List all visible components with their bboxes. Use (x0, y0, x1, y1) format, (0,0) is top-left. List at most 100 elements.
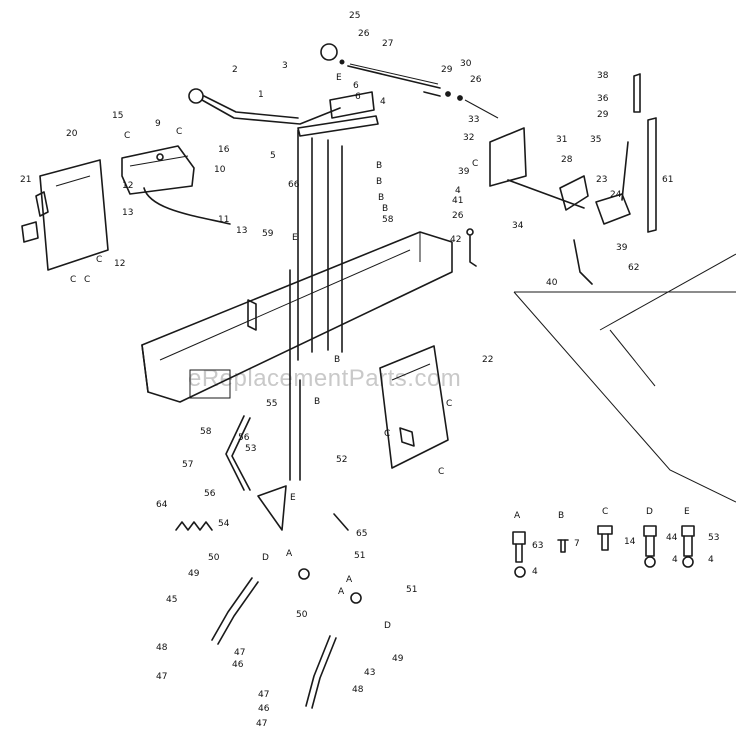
callout-12b: 12 (114, 259, 125, 269)
letter-C-5: C (96, 255, 102, 265)
callout-56b: 56 (204, 489, 216, 499)
callout-54: 54 (218, 519, 230, 529)
key-letter-A: A (514, 511, 521, 521)
lower-plate (257, 485, 287, 531)
callout-66: 66 (288, 180, 300, 190)
letter-B-3: B (378, 193, 384, 203)
callout-24: 24 (610, 190, 622, 200)
bolt-65 (333, 513, 349, 531)
callout-35: 35 (590, 135, 601, 145)
callout-51: 51 (354, 551, 365, 561)
callout-26b: 26 (470, 75, 482, 85)
key-part-C: 14 (624, 537, 636, 547)
callout-42: 42 (450, 235, 461, 245)
callout-3: 3 (282, 61, 288, 71)
key-part-A: 63 (532, 541, 543, 551)
callout-47b: 47 (156, 672, 167, 682)
letter-C-7: C (446, 399, 452, 409)
callout-43: 43 (364, 668, 375, 678)
letter-E-2: E (292, 233, 298, 243)
right-bracket-assembly (489, 127, 589, 211)
callout-13: 13 (122, 208, 133, 218)
letter-D-1: D (262, 553, 269, 563)
callout-6: 6 (353, 81, 359, 91)
callout-46: 46 (232, 660, 244, 670)
letter-C-1: C (124, 131, 130, 141)
callout-49: 49 (188, 569, 200, 579)
right-lever (595, 73, 657, 233)
arm-45 (211, 568, 310, 645)
letter-B-2: B (376, 177, 382, 187)
callout-56: 56 (238, 433, 250, 443)
callout-labels: 1 2 3 25 26 27 6 6 4 E 29 30 26 9 15 16 … (20, 11, 719, 729)
callout-20: 20 (66, 129, 78, 139)
letter-C-3: C (70, 275, 76, 285)
callout-39: 39 (458, 167, 470, 177)
callout-26: 26 (358, 29, 370, 39)
letter-D-2: D (384, 621, 391, 631)
letter-A-2: A (346, 575, 353, 585)
callout-9: 9 (155, 119, 161, 129)
callout-50: 50 (208, 553, 220, 563)
callout-27: 27 (382, 39, 393, 49)
knob-icon (320, 43, 338, 61)
key-part-E: 53 (708, 533, 719, 543)
letter-B-5: B (334, 355, 340, 365)
callout-58: 58 (382, 215, 394, 225)
letter-E-3: E (290, 493, 296, 503)
handle-knob (188, 88, 204, 104)
callout-53: 53 (245, 444, 256, 454)
callout-22: 22 (482, 355, 493, 365)
callout-25: 25 (349, 11, 360, 21)
key-letter-D: D (646, 507, 653, 517)
callout-11: 11 (218, 215, 229, 225)
bolt-42 (466, 228, 477, 267)
key-qty-A: 4 (532, 567, 538, 577)
knob-and-rod (320, 43, 441, 89)
callout-1: 1 (258, 90, 264, 100)
lift-handle (188, 88, 341, 125)
dash-panel (121, 145, 231, 225)
callout-62: 62 (628, 263, 639, 273)
callout-45: 45 (166, 595, 177, 605)
key-letter-B: B (558, 511, 564, 521)
letter-C-9: C (438, 467, 444, 477)
letter-C-4: C (84, 275, 90, 285)
callout-38: 38 (597, 71, 609, 81)
callout-36: 36 (597, 94, 609, 104)
callout-52: 52 (336, 455, 347, 465)
callout-15: 15 (112, 111, 123, 121)
callout-50b: 50 (296, 610, 308, 620)
callout-59: 59 (262, 229, 274, 239)
key-letter-C: C (602, 507, 608, 517)
letter-B-1: B (376, 161, 382, 171)
callout-65: 65 (356, 529, 367, 539)
callout-58b: 58 (200, 427, 212, 437)
letter-B-6: B (314, 397, 320, 407)
callout-49b: 49 (392, 654, 404, 664)
lower-lever (225, 415, 251, 491)
callout-30: 30 (460, 59, 472, 69)
key-qty-D: 4 (672, 555, 678, 565)
callout-29: 29 (441, 65, 453, 75)
lift-rods (289, 129, 343, 481)
callout-4: 4 (380, 97, 386, 107)
callout-46b: 46 (258, 704, 270, 714)
callout-48: 48 (156, 643, 168, 653)
callout-6b: 6 (355, 92, 361, 102)
left-side-panel (21, 159, 109, 271)
arm-43 (305, 592, 362, 709)
callout-39b: 39 (616, 243, 628, 253)
callout-E: E (336, 73, 342, 83)
callout-13b: 13 (236, 226, 247, 236)
callout-61: 61 (662, 175, 673, 185)
rod-hardware (423, 91, 499, 119)
callout-64: 64 (156, 500, 168, 510)
callout-2: 2 (232, 65, 238, 75)
callout-40: 40 (546, 278, 558, 288)
callout-4b: 4 (455, 186, 461, 196)
letter-C-8: C (384, 429, 390, 439)
callout-31: 31 (556, 135, 567, 145)
letter-A-3: A (338, 587, 345, 597)
